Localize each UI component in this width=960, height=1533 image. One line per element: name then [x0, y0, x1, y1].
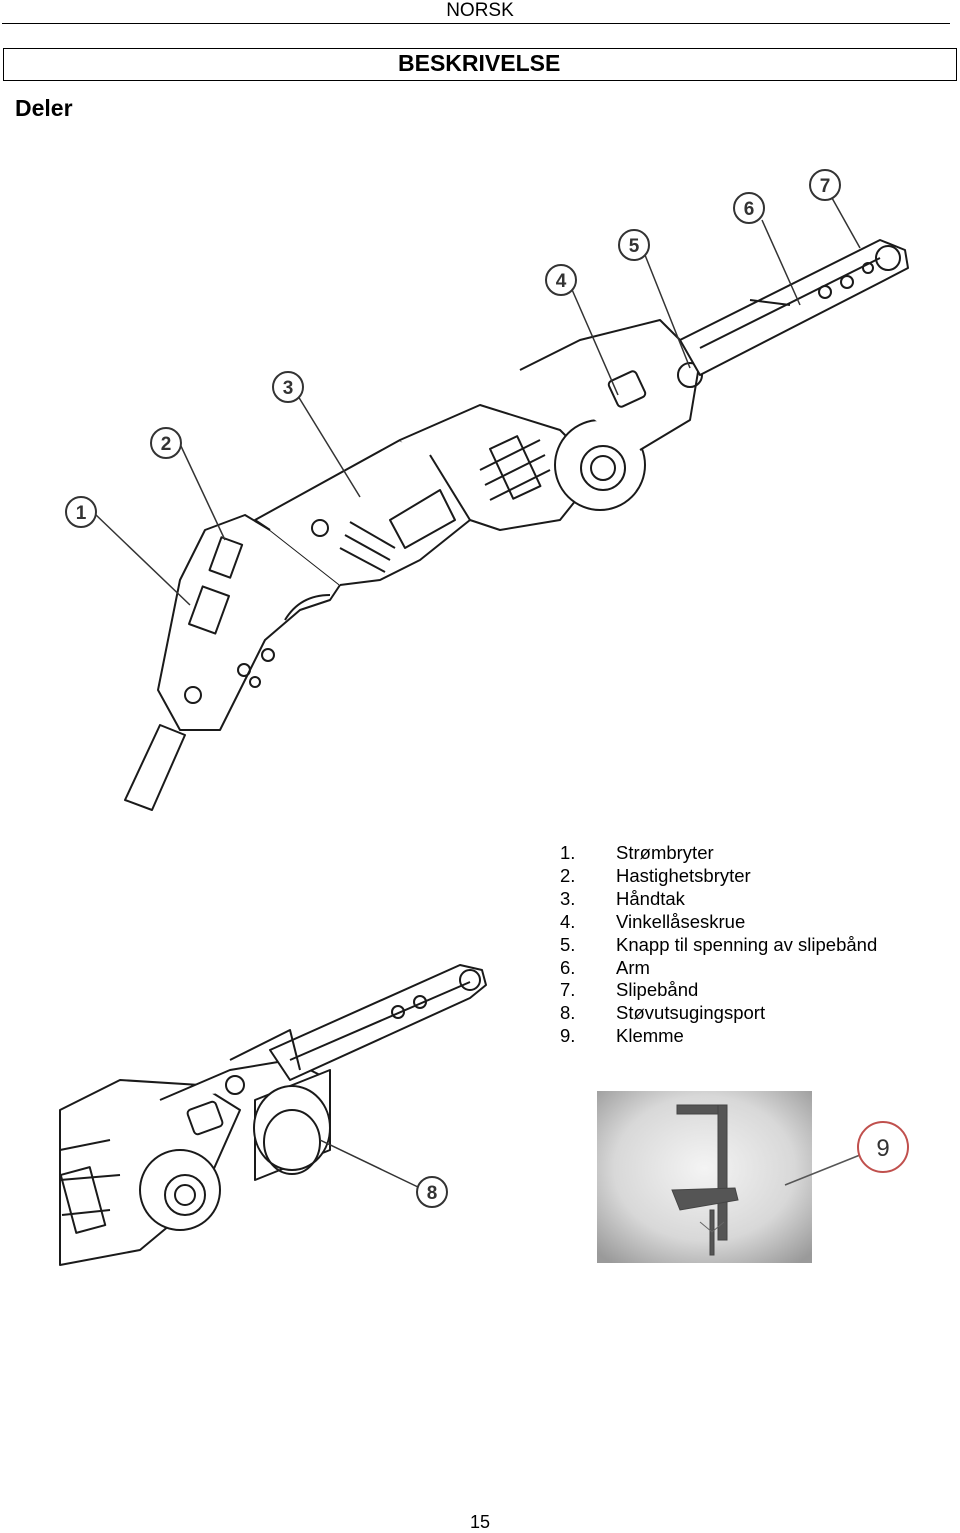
page-number: 15	[469, 1512, 491, 1532]
dust-port-illustration: 8	[59, 964, 487, 1266]
callout-1: 1	[76, 503, 87, 524]
list-item: 1.Strømbryter	[560, 842, 714, 863]
section-title: Deler	[15, 95, 73, 121]
list-item: 9.Klemme	[560, 1025, 684, 1047]
callout-4: 4	[556, 271, 567, 292]
list-item: 7.Slipebånd	[560, 979, 699, 1001]
list-item: 4.Vinkellåseskrue	[560, 910, 746, 932]
callout-2: 2	[161, 434, 172, 455]
list-item: 6.Arm	[560, 956, 650, 978]
list-item: 2.Hastighetsbryter	[560, 864, 751, 886]
list-item: 5.Knapp til spenning av slipebånd	[560, 933, 878, 955]
header-rule	[2, 23, 950, 24]
clamp-photo: 9	[597, 1091, 909, 1263]
callout-3: 3	[283, 378, 294, 399]
list-item: 3.Håndtak	[560, 887, 685, 909]
list-item: 8.Støvutsugingsport	[560, 1002, 766, 1024]
callout-5: 5	[629, 236, 640, 257]
parts-list: 1.Strømbryter 2.Hastighetsbryter 3.Håndt…	[560, 842, 877, 1048]
callout-6: 6	[744, 199, 755, 220]
page-title: BESKRIVELSE	[398, 50, 561, 76]
header-language: NORSK	[446, 0, 514, 21]
callout-8: 8	[427, 1183, 438, 1204]
callout-9: 9	[876, 1135, 889, 1162]
belt-sander-illustration: 1 2 3 4 5 6 7	[65, 169, 909, 811]
callout-7: 7	[820, 176, 831, 197]
title-box	[3, 48, 957, 81]
